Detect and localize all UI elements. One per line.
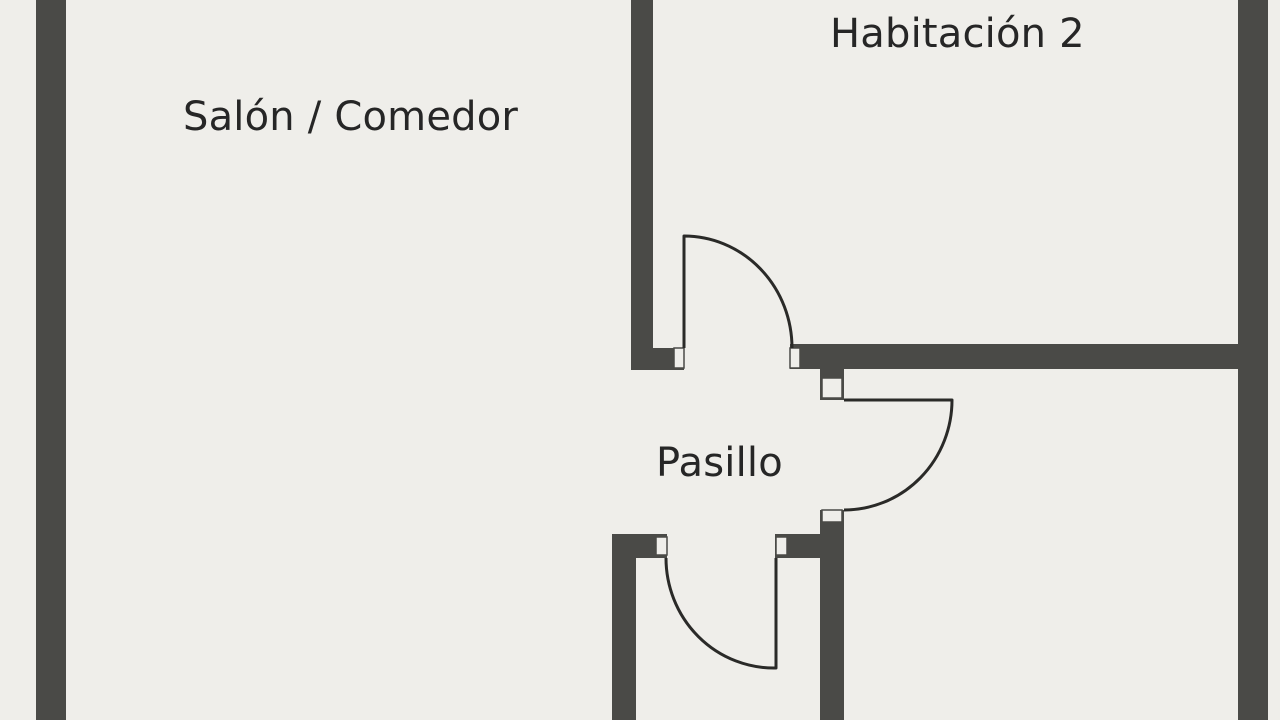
door-swing-lower-room xyxy=(664,557,778,670)
jamb xyxy=(821,509,843,523)
room-label-living-dining: Salón / Comedor xyxy=(183,94,519,140)
room-label-bedroom-2: Habitación 2 xyxy=(830,11,1085,57)
jamb xyxy=(789,347,801,369)
wall-left-exterior xyxy=(36,0,66,720)
wall-stub-living xyxy=(631,348,684,370)
wall-bedroom-bottom xyxy=(790,344,1268,369)
jamb xyxy=(673,347,685,369)
door-jambs xyxy=(655,347,843,556)
door-swings xyxy=(664,234,954,670)
door-swing-living xyxy=(682,234,794,349)
jamb xyxy=(821,377,843,399)
door-swing-right-room xyxy=(843,398,954,512)
walls xyxy=(36,0,1268,720)
wall-lower-room-left xyxy=(612,534,636,720)
jamb xyxy=(775,536,788,556)
jamb xyxy=(655,536,668,556)
wall-living-bedroom xyxy=(631,0,653,370)
room-label-hallway: Pasillo xyxy=(656,440,783,486)
